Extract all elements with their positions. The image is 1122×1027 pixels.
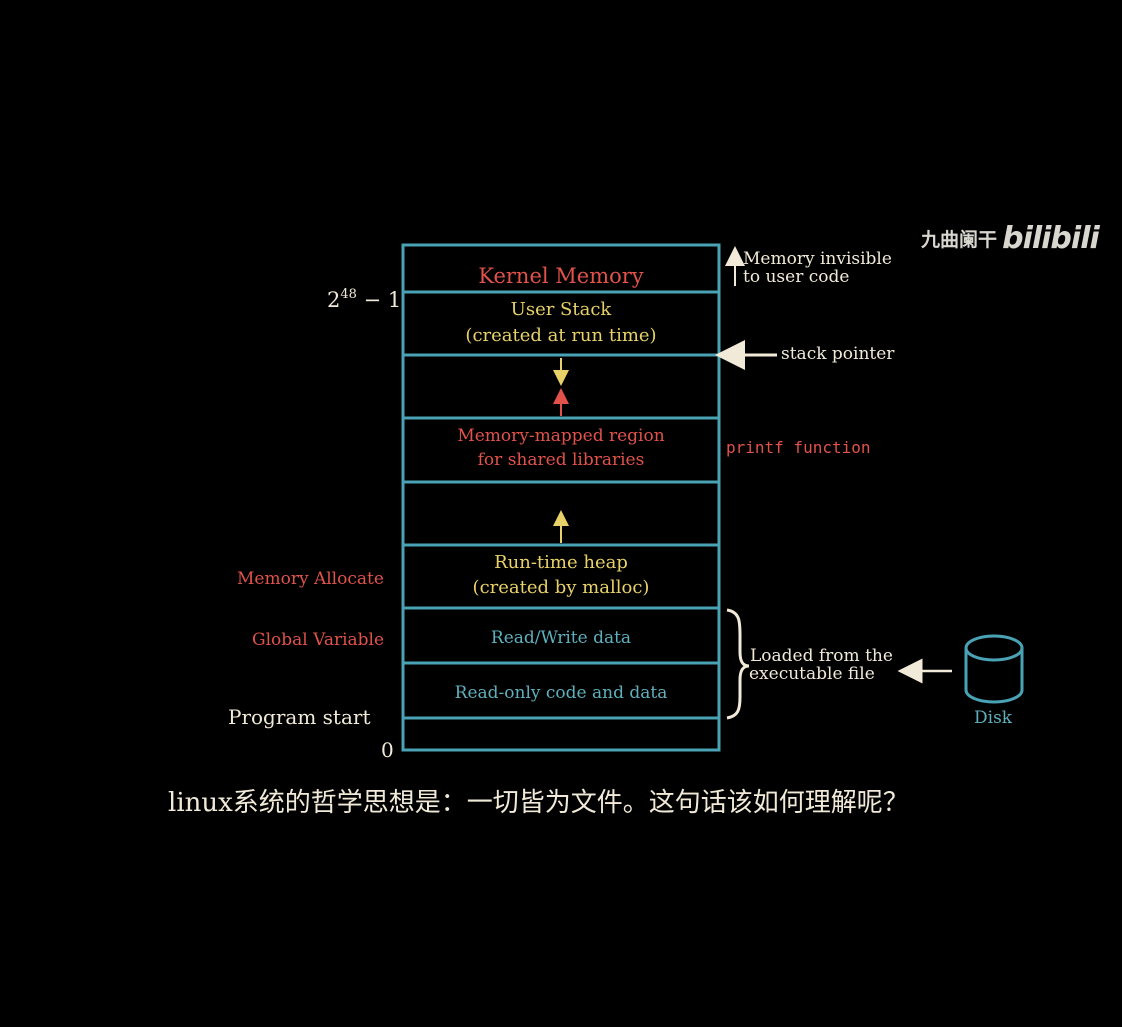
kernel-memory-label: Kernel Memory <box>478 264 644 288</box>
memory-column-outline <box>401 243 721 752</box>
user-code-label: to user code <box>743 267 850 287</box>
memory-column <box>401 243 721 752</box>
user-stack-label: User Stack <box>510 299 612 320</box>
bilibili-logo-icon: bilibili <box>1002 221 1100 256</box>
top-address-rest: − 1 <box>356 288 402 312</box>
disk-label: Disk <box>974 708 1013 728</box>
top-address-label: 248 − 1 <box>327 284 401 311</box>
heap-label: Run-time heap <box>494 552 628 573</box>
caption-subtitle: linux系统的哲学思想是：一切皆为文件。这句话该如何理解呢？ <box>168 788 909 818</box>
zero-address-label: 0 <box>381 738 394 762</box>
memory-allocate-label: Memory Allocate <box>237 569 384 589</box>
loaded-from-label: Loaded from the <box>750 646 893 666</box>
disk-cylinder-icon <box>964 634 1024 704</box>
watermark-author: 九曲阑干 <box>921 229 998 251</box>
ro-code-label: Read-only code and data <box>454 683 668 703</box>
printf-function-label: printf function <box>726 438 871 457</box>
program-start-label: Program start <box>228 705 371 729</box>
mmap-region-sublabel: for shared libraries <box>477 450 645 470</box>
stack-pointer-label: stack pointer <box>781 344 895 364</box>
heap-sublabel: (created by malloc) <box>472 577 650 598</box>
executable-file-label: executable file <box>749 664 875 684</box>
user-stack-sublabel: (created at run time) <box>465 325 657 346</box>
rw-data-label: Read/Write data <box>490 628 632 648</box>
watermark: 九曲阑干 bilibili <box>921 221 1100 256</box>
memory-invisible-label: Memory invisible <box>743 249 892 269</box>
top-address-exponent: 48 <box>340 287 357 302</box>
top-address-base: 2 <box>327 288 341 312</box>
global-variable-label: Global Variable <box>252 630 385 650</box>
mmap-region-label: Memory-mapped region <box>457 426 665 446</box>
curly-brace-icon <box>726 608 750 720</box>
